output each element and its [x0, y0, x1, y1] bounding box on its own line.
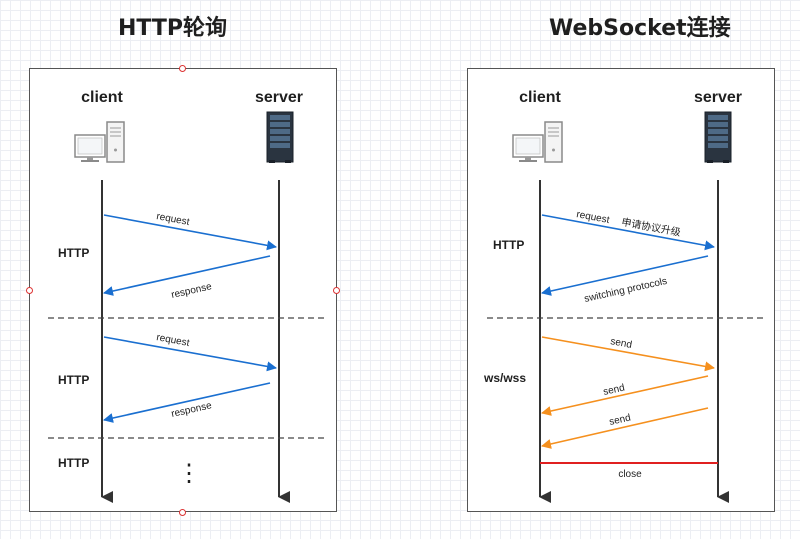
ws-send-arrow — [541, 336, 715, 372]
resize-handle-top[interactable] — [179, 65, 186, 72]
ws-send-arrow — [541, 407, 709, 449]
websocket-title: WebSocket连接 — [549, 16, 731, 41]
server-rack-icon — [266, 111, 294, 163]
left-server-label: server — [255, 89, 303, 106]
right-section-label: ws/wss — [483, 371, 526, 385]
upgrade-request-label: request — [575, 209, 610, 226]
right-server-label: server — [694, 89, 742, 106]
resize-handle-right[interactable] — [333, 287, 340, 294]
ws-send-label: send — [608, 412, 632, 427]
ellipsis-icon: ⋮ — [177, 460, 201, 487]
left-request-arrow — [103, 214, 277, 251]
ws-send-label: send — [609, 336, 632, 351]
ws-send-arrow — [541, 375, 709, 416]
resize-handle-left[interactable] — [26, 287, 33, 294]
left-section-label: HTTP — [58, 456, 89, 470]
left-request-arrow — [103, 336, 277, 372]
left-response-label: response — [170, 281, 213, 301]
left-section-label: HTTP — [58, 246, 89, 260]
left-response-arrow — [103, 382, 271, 423]
ws-close-label: close — [618, 469, 642, 480]
switching-protocols-arrow — [541, 255, 709, 296]
resize-handle-bottom[interactable] — [179, 509, 186, 516]
left-section-label: HTTP — [58, 373, 89, 387]
server-rack-icon — [704, 111, 732, 163]
http-polling-title: HTTP轮询 — [118, 16, 228, 41]
ws-send-label: send — [602, 382, 626, 397]
left-response-arrow — [103, 255, 271, 296]
desktop-computer-icon — [512, 121, 563, 163]
right-section-label: HTTP — [493, 238, 524, 252]
left-client-label: client — [81, 89, 123, 106]
right-client-label: client — [519, 89, 561, 106]
upgrade-request-arrow — [541, 214, 715, 251]
desktop-computer-icon — [74, 121, 125, 163]
